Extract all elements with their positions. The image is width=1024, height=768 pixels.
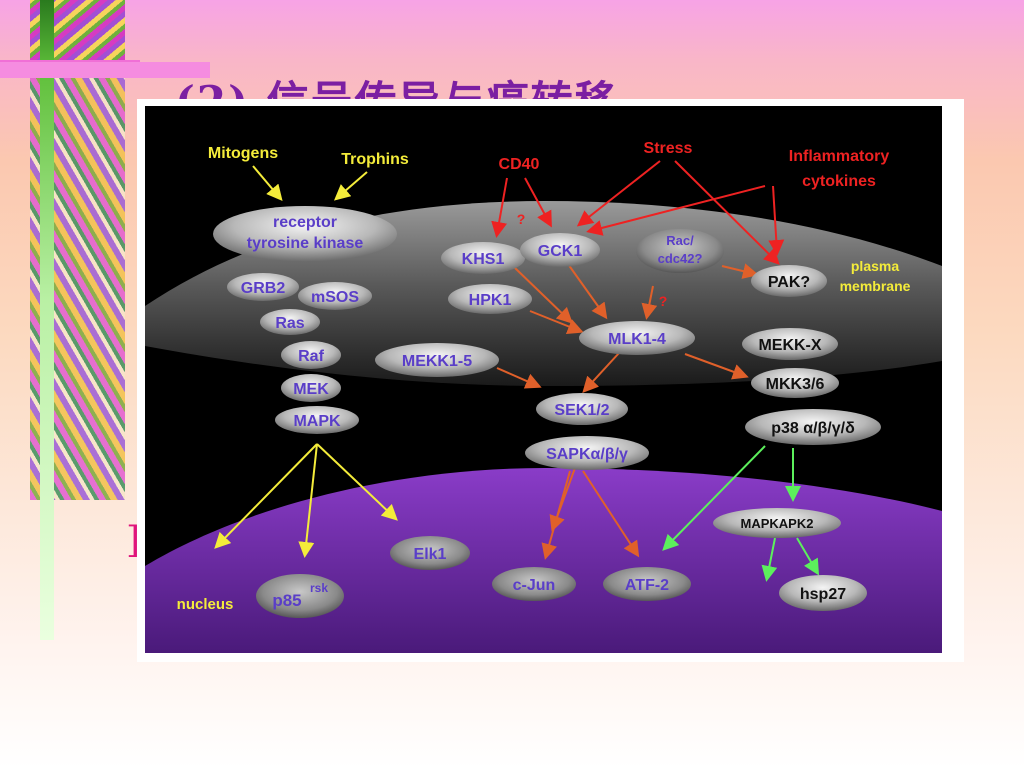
arrow-cytokines-pak — [768, 185, 785, 256]
arrow-mapk-nucleus — [214, 443, 318, 549]
decorative-pink-line — [0, 60, 140, 62]
node-mekk1-5: MEKK1-5 — [375, 343, 499, 377]
arrow-cd40-gck1 — [524, 177, 552, 228]
arrow-p38-atf2 — [662, 445, 766, 551]
svg-text:tyrosine kinase: tyrosine kinase — [247, 235, 364, 252]
arrow-khs1-mlk — [514, 267, 573, 324]
pathway-svg: Mitogens Trophins CD40 Stress Inflammato… — [145, 140, 942, 653]
node-mkk3-6: MKK3/6 — [751, 368, 839, 398]
question-mark-1: ? — [517, 211, 526, 227]
svg-text:GRB2: GRB2 — [241, 280, 286, 297]
arrow-rac-pak — [721, 263, 759, 279]
signaling-pathway-diagram: Mitogens Trophins CD40 Stress Inflammato… — [145, 106, 942, 653]
svg-text:Raf: Raf — [298, 348, 324, 365]
svg-text:MLK1-4: MLK1-4 — [608, 331, 666, 348]
svg-text:p85: p85 — [272, 591, 301, 610]
svg-text:mSOS: mSOS — [311, 289, 359, 306]
arrow-mapk-p85 — [298, 443, 318, 558]
question-mark-2: ? — [659, 293, 668, 309]
arrow-cytokines-gck1 — [586, 185, 766, 236]
node-hpk1: HPK1 — [448, 284, 532, 314]
arrow-mekk-sek — [496, 367, 542, 389]
arrow-trophins-receptor — [333, 171, 368, 201]
occluded-text-left: ] — [126, 520, 141, 561]
input-stress: Stress — [644, 140, 693, 157]
label-nucleus: nucleus — [177, 596, 234, 613]
svg-text:Rac/: Rac/ — [666, 233, 694, 248]
arrow-rac-mlk — [641, 285, 658, 320]
node-gck1: GCK1 — [520, 233, 600, 267]
svg-text:MAPKAPK2: MAPKAPK2 — [741, 516, 814, 531]
svg-text:receptor: receptor — [273, 214, 337, 231]
arrow-cd40-khs1 — [491, 177, 508, 238]
node-hsp27: hsp27 — [779, 575, 867, 611]
svg-text:GCK1: GCK1 — [538, 243, 583, 260]
svg-text:rsk: rsk — [310, 581, 328, 595]
arrow-stress-pak — [674, 160, 780, 265]
node-c-jun: c-Jun — [492, 567, 576, 601]
svg-text:cdc42?: cdc42? — [658, 251, 703, 266]
arrow-mlk-mkk — [684, 353, 749, 380]
node-grb2: GRB2 — [227, 273, 299, 301]
svg-text:SEK1/2: SEK1/2 — [554, 402, 609, 419]
svg-text:PAK?: PAK? — [768, 274, 810, 291]
svg-text:KHS1: KHS1 — [462, 251, 505, 268]
node-raf: Raf — [281, 341, 341, 369]
arrow-mapkapk2-hsp27 — [796, 537, 820, 576]
arrow-mlk-sek — [582, 352, 620, 393]
svg-text:c-Jun: c-Jun — [513, 577, 556, 594]
svg-text:MKK3/6: MKK3/6 — [766, 376, 825, 393]
input-cd40: CD40 — [499, 156, 540, 173]
node-ras: Ras — [260, 309, 320, 335]
node-mek: MEK — [281, 374, 341, 402]
svg-text:Elk1: Elk1 — [414, 546, 447, 563]
svg-text:Ras: Ras — [275, 315, 304, 332]
node-p38: p38 α/β/γ/δ — [745, 409, 881, 445]
nucleus-region — [145, 468, 942, 653]
node-mapk: MAPK — [275, 406, 359, 434]
arrow-gck1-mlk — [567, 263, 608, 320]
svg-text:MEKK-X: MEKK-X — [758, 337, 821, 354]
input-cytokines: cytokines — [802, 173, 876, 190]
svg-text:p38 α/β/γ/δ: p38 α/β/γ/δ — [771, 420, 855, 437]
node-pak: PAK? — [751, 265, 827, 297]
node-p85-rsk: p85 rsk — [256, 574, 344, 618]
node-atf-2: ATF-2 — [603, 567, 691, 601]
svg-text:hsp27: hsp27 — [800, 586, 846, 603]
label-membrane: membrane — [840, 278, 911, 294]
decorative-pink-bar — [0, 62, 210, 78]
node-sek1-2: SEK1/2 — [536, 393, 628, 425]
arrow-mapkapk2-down — [761, 537, 778, 582]
svg-text:MEKK1-5: MEKK1-5 — [402, 353, 472, 370]
svg-text:ATF-2: ATF-2 — [625, 577, 669, 594]
decorative-green-bar — [40, 0, 54, 640]
arrow-sapk-atf2 — [582, 470, 640, 558]
arrow-sapk-cjun — [541, 470, 571, 560]
arrow-stress-gck1 — [576, 160, 661, 227]
svg-text:MEK: MEK — [293, 381, 329, 398]
arrow-mapk-elk1 — [316, 443, 398, 521]
arrow-hpk1-mlk — [529, 310, 584, 334]
arrow-mitogens-receptor — [252, 165, 283, 202]
node-receptor-tyrosine-kinase: receptor tyrosine kinase — [213, 206, 397, 262]
node-mekk-x: MEKK-X — [742, 328, 838, 360]
input-mitogens: Mitogens — [208, 145, 278, 162]
svg-text:HPK1: HPK1 — [469, 292, 512, 309]
node-elk1: Elk1 — [390, 536, 470, 570]
node-sapk: SAPKα/β/γ — [525, 436, 649, 470]
node-mapkapk2: MAPKAPK2 — [713, 508, 841, 538]
svg-text:MAPK: MAPK — [293, 413, 341, 430]
node-mlk1-4: MLK1-4 — [579, 321, 695, 355]
node-khs1: KHS1 — [441, 242, 525, 274]
label-plasma: plasma — [851, 258, 899, 274]
node-rac-cdc42: Rac/ cdc42? — [636, 229, 724, 273]
svg-text:SAPKα/β/γ: SAPKα/β/γ — [546, 446, 628, 463]
node-msos: mSOS — [298, 282, 372, 310]
input-trophins: Trophins — [341, 151, 409, 168]
input-inflammatory: Inflammatory — [789, 148, 890, 165]
